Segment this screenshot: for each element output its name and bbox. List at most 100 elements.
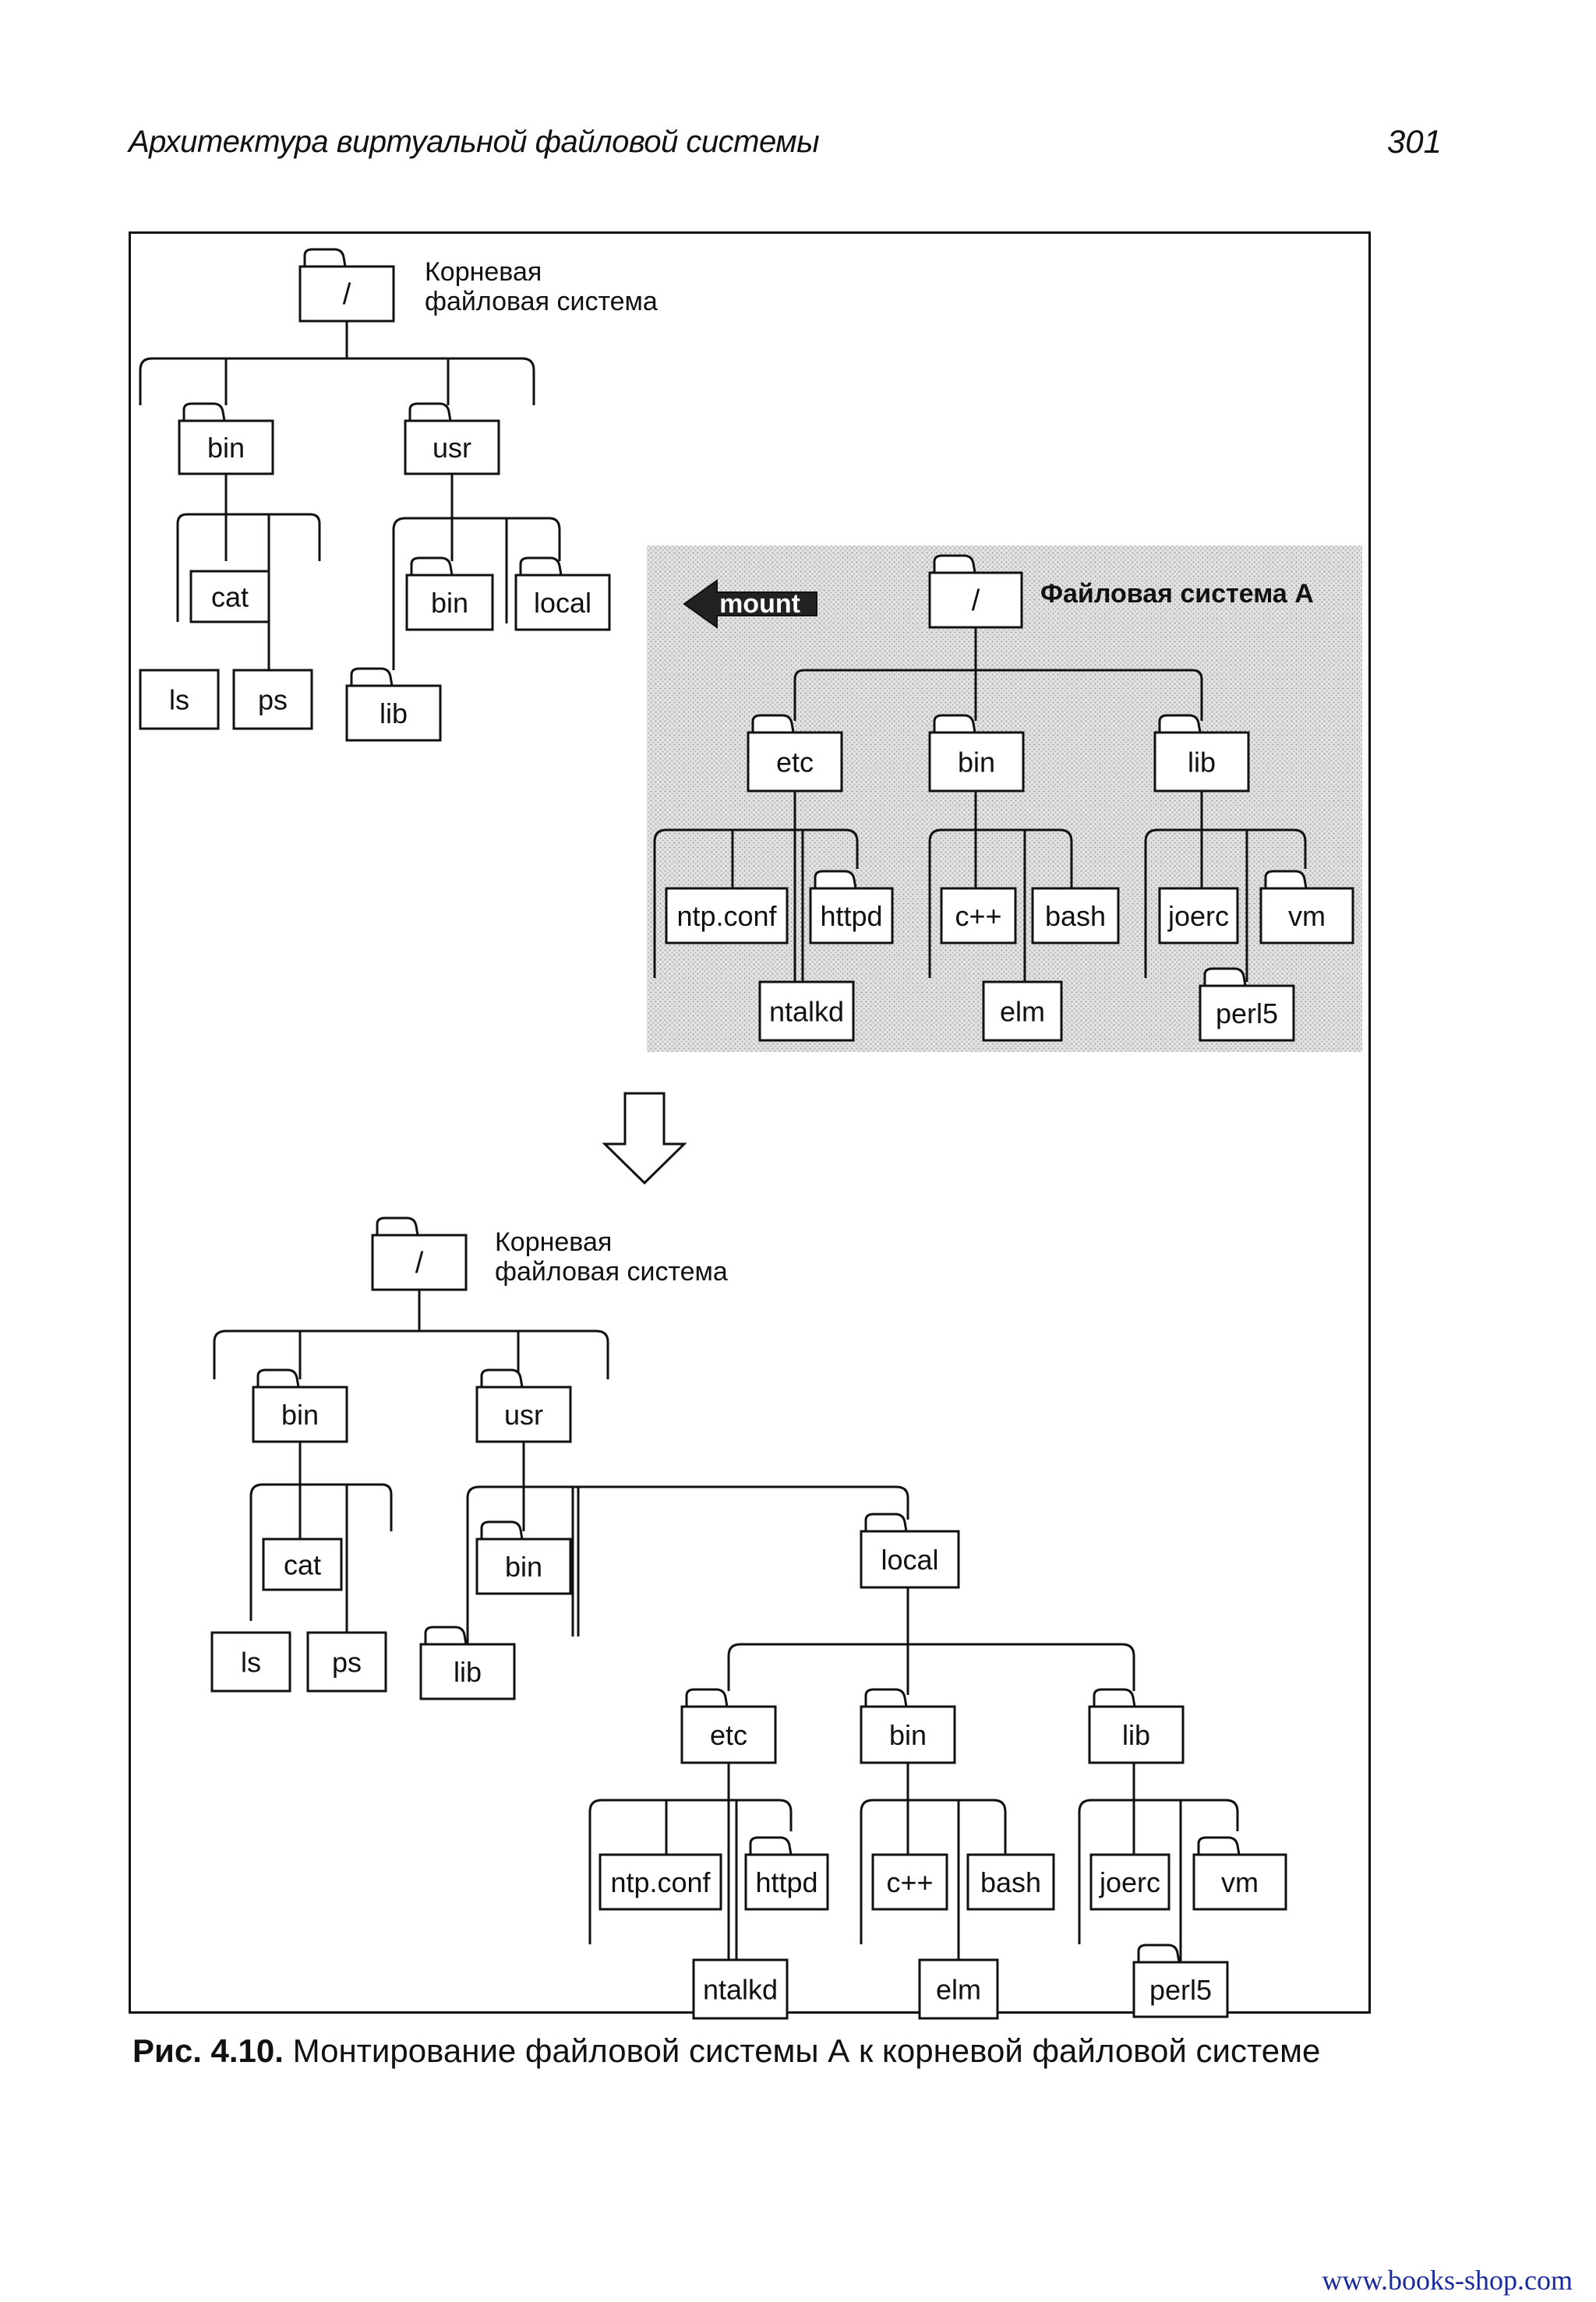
node-res-local-lib: lib (1088, 1688, 1185, 1764)
node-root-top: / (298, 248, 395, 323)
node-top-cat: cat (189, 570, 270, 623)
svg-text:elm: elm (1000, 996, 1045, 1028)
res-root-label-line2: файловая система (495, 1257, 728, 1287)
fs-a-label: Файловая система А (1040, 579, 1314, 609)
svg-text:bash: bash (1045, 900, 1106, 932)
svg-text:joerc: joerc (1099, 1866, 1160, 1898)
node-top-usr-bin: bin (405, 556, 494, 631)
svg-text:perl5: perl5 (1149, 1974, 1212, 2006)
svg-text:etc: etc (710, 1719, 747, 1751)
svg-text:perl5: perl5 (1216, 997, 1278, 1029)
svg-text:cat: cat (284, 1549, 321, 1581)
running-title: Архитектура виртуальной файловой системы (129, 125, 820, 159)
watermark-url: www.books-shop.com (1322, 2265, 1573, 2296)
svg-text:cat: cat (211, 581, 249, 613)
node-res-usr-lib: lib (419, 1626, 516, 1700)
node-fsa-vm: vm (1259, 870, 1354, 944)
node-res-ps: ps (306, 1631, 387, 1693)
svg-text:elm: elm (936, 1974, 981, 2006)
figure-caption: Рис. 4.10. Монтирование файловой системы… (132, 2032, 1320, 2070)
node-top-usr-lib: lib (345, 667, 442, 742)
node-res-usr: usr (475, 1368, 572, 1443)
node-res-usr-local: local (860, 1513, 960, 1589)
svg-text:bin: bin (505, 1551, 542, 1583)
node-fsa-elm: elm (982, 980, 1063, 1042)
node-fsa-httpd: httpd (809, 870, 894, 944)
svg-text:bin: bin (958, 747, 995, 779)
node-res-local-bin: bin (860, 1688, 956, 1764)
svg-text:bash: bash (980, 1866, 1041, 1898)
node-res-httpd: httpd (744, 1836, 829, 1911)
node-res-ntalkd: ntalkd (692, 1958, 789, 2020)
svg-text:usr: usr (504, 1399, 543, 1431)
svg-text:ls: ls (169, 684, 189, 716)
svg-text:lib: lib (1188, 747, 1216, 779)
svg-text:usr: usr (433, 432, 471, 464)
svg-text:lib: lib (1122, 1719, 1150, 1751)
node-fsa-ntp-conf: ntp.conf (665, 887, 789, 944)
svg-text:c++: c++ (955, 900, 1001, 932)
node-top-ls: ls (139, 669, 220, 730)
node-res-cat: cat (262, 1538, 343, 1591)
node-top-bin: bin (178, 402, 274, 475)
svg-text:c++: c++ (886, 1866, 933, 1898)
node-fsa-bin: bin (928, 714, 1025, 793)
svg-text:ntp.conf: ntp.conf (676, 900, 777, 932)
down-arrow-icon (602, 1092, 687, 1185)
svg-text:vm: vm (1288, 900, 1326, 932)
res-root-label-line1: Корневая (495, 1227, 612, 1257)
svg-text:/: / (972, 584, 980, 617)
svg-text:httpd: httpd (755, 1866, 817, 1898)
caption-text: Монтирование файловой системы А к корнев… (292, 2032, 1321, 2069)
node-res-root: / (371, 1216, 468, 1291)
node-res-usr-bin: bin (475, 1520, 572, 1595)
node-fsa-perl5: perl5 (1199, 967, 1295, 1042)
node-fsa-ntalkd: ntalkd (758, 980, 855, 1042)
node-top-usr: usr (404, 402, 500, 475)
svg-text:bin: bin (889, 1719, 927, 1751)
node-fsa-joerc: joerc (1158, 887, 1239, 944)
svg-text:httpd: httpd (820, 900, 882, 932)
node-res-ntp-conf: ntp.conf (598, 1853, 722, 1911)
svg-text:bin: bin (281, 1399, 319, 1431)
node-res-cpp: c++ (871, 1853, 948, 1911)
svg-text:vm: vm (1221, 1866, 1259, 1898)
node-top-usr-local: local (514, 556, 611, 631)
svg-text:bin: bin (207, 432, 245, 464)
node-fsa-etc: etc (747, 714, 843, 793)
node-res-joerc: joerc (1089, 1853, 1171, 1911)
svg-text:ps: ps (332, 1647, 362, 1679)
node-res-bash: bash (966, 1853, 1055, 1911)
svg-text:local: local (881, 1544, 938, 1576)
page-number: 301 (1386, 123, 1442, 160)
node-res-ls: ls (210, 1631, 291, 1693)
node-res-perl5: perl5 (1132, 1944, 1229, 2018)
node-fsa-cpp: c++ (940, 887, 1017, 944)
svg-text:joerc: joerc (1167, 900, 1229, 932)
svg-text:ntalkd: ntalkd (769, 996, 844, 1028)
mount-label: mount (719, 589, 800, 619)
svg-text:ls: ls (241, 1647, 261, 1679)
node-top-ps: ps (232, 669, 313, 730)
svg-text:lib: lib (454, 1656, 482, 1688)
svg-text:lib: lib (380, 697, 408, 729)
svg-text:local: local (534, 587, 591, 619)
node-res-vm: vm (1192, 1836, 1287, 1911)
node-res-local-etc: etc (680, 1688, 777, 1764)
svg-text:ntalkd: ntalkd (703, 1974, 778, 2006)
svg-text:bin: bin (431, 587, 468, 619)
caption-label: Рис. 4.10. (132, 2032, 284, 2069)
root-label-line1: Корневая (425, 257, 542, 287)
fs-a-shaded-area (647, 545, 1362, 1052)
svg-text:etc: etc (776, 747, 814, 779)
node-fsa-lib: lib (1153, 714, 1250, 793)
svg-text:/: / (415, 1247, 424, 1280)
root-label-line2: файловая система (425, 287, 658, 316)
mount-arrow-icon: mount (683, 579, 817, 629)
svg-text:ps: ps (258, 684, 288, 716)
svg-text:/: / (343, 278, 351, 311)
node-res-elm: elm (918, 1958, 999, 2020)
node-fsa-bash: bash (1031, 887, 1120, 944)
node-fsa-root: / (928, 554, 1023, 629)
